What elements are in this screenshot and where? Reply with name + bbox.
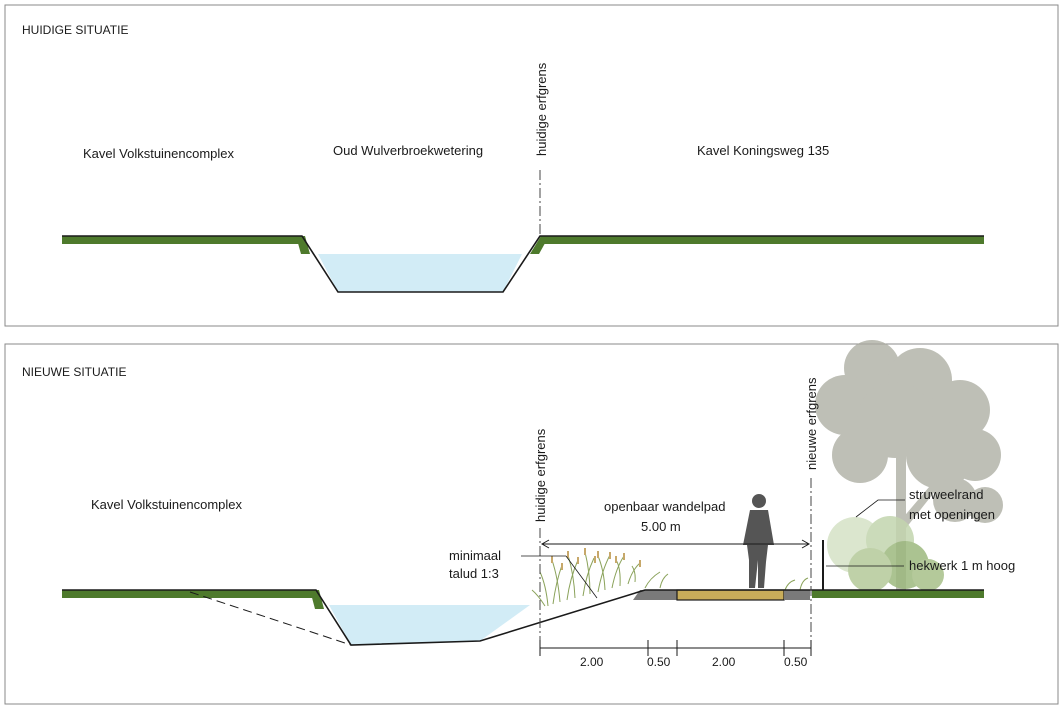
boundary-label-top: huidige erfgrens	[534, 62, 549, 156]
label-water-top: Oud Wulverbroekwetering	[333, 143, 483, 158]
panel-title-bottom: NIEUWE SITUATIE	[22, 365, 126, 379]
walking-path	[676, 589, 785, 601]
arrow-left-icon	[540, 539, 550, 549]
grass-bank-left-top	[296, 236, 310, 254]
grass-left-bottom	[62, 590, 317, 598]
panel-title-top: HUIDIGE SITUATIE	[22, 23, 128, 37]
panel-huidige-situatie: HUIDIGE SITUATIE huidige erfgrens Kavel …	[4, 4, 1059, 327]
slope-label-line2: talud 1:3	[449, 566, 499, 581]
grass-right-bottom	[812, 590, 984, 598]
dimension-label-4: 0.50	[784, 655, 808, 669]
old-profile-dashed	[189, 591, 352, 646]
grass-bank-left-bottom	[310, 590, 324, 609]
dimension-label-3: 2.00	[712, 655, 736, 669]
tree-icon	[815, 340, 1003, 590]
slope-leader-diag	[565, 555, 598, 599]
water-bottom	[329, 605, 530, 645]
dimension-label-2: 0.50	[647, 655, 671, 669]
path-label-line2: 5.00 m	[641, 519, 681, 534]
ground-profile-bottom	[62, 589, 984, 646]
dimension-label-1: 2.00	[580, 655, 604, 669]
shrub-label-line2: met openingen	[909, 507, 995, 522]
fence-label: hekwerk 1 m hoog	[909, 558, 1015, 573]
label-left-top: Kavel Volkstuinencomplex	[83, 146, 235, 161]
grass-right-top	[541, 236, 984, 244]
path-label-line1: openbaar wandelpad	[604, 499, 725, 514]
shrub-label-line1: struweelrand	[909, 487, 983, 502]
dimension-chain	[539, 640, 812, 656]
paving-right	[784, 590, 810, 600]
reeds-icon	[531, 551, 809, 607]
grass-left-top	[62, 236, 302, 244]
reed-heads-icon	[551, 548, 641, 570]
label-right-top: Kavel Koningsweg 135	[697, 143, 829, 158]
shrub-leader	[855, 499, 905, 518]
person-icon	[743, 494, 774, 588]
shrub-icon	[827, 516, 944, 592]
arrow-right-icon	[801, 539, 811, 549]
boundary-new-label: nieuwe erfgrens	[804, 377, 819, 470]
water-top	[318, 254, 522, 292]
grass-bank-right-top	[530, 236, 549, 254]
paving-left	[633, 590, 677, 600]
slope-label-line1: minimaal	[449, 548, 501, 563]
panel-frame-top	[4, 4, 1059, 327]
boundary-old-label: huidige erfgrens	[533, 428, 548, 522]
panel-nieuwe-situatie: NIEUWE SITUATIE	[4, 340, 1059, 705]
label-left-bottom: Kavel Volkstuinencomplex	[91, 497, 243, 512]
ground-profile-top	[62, 235, 984, 293]
